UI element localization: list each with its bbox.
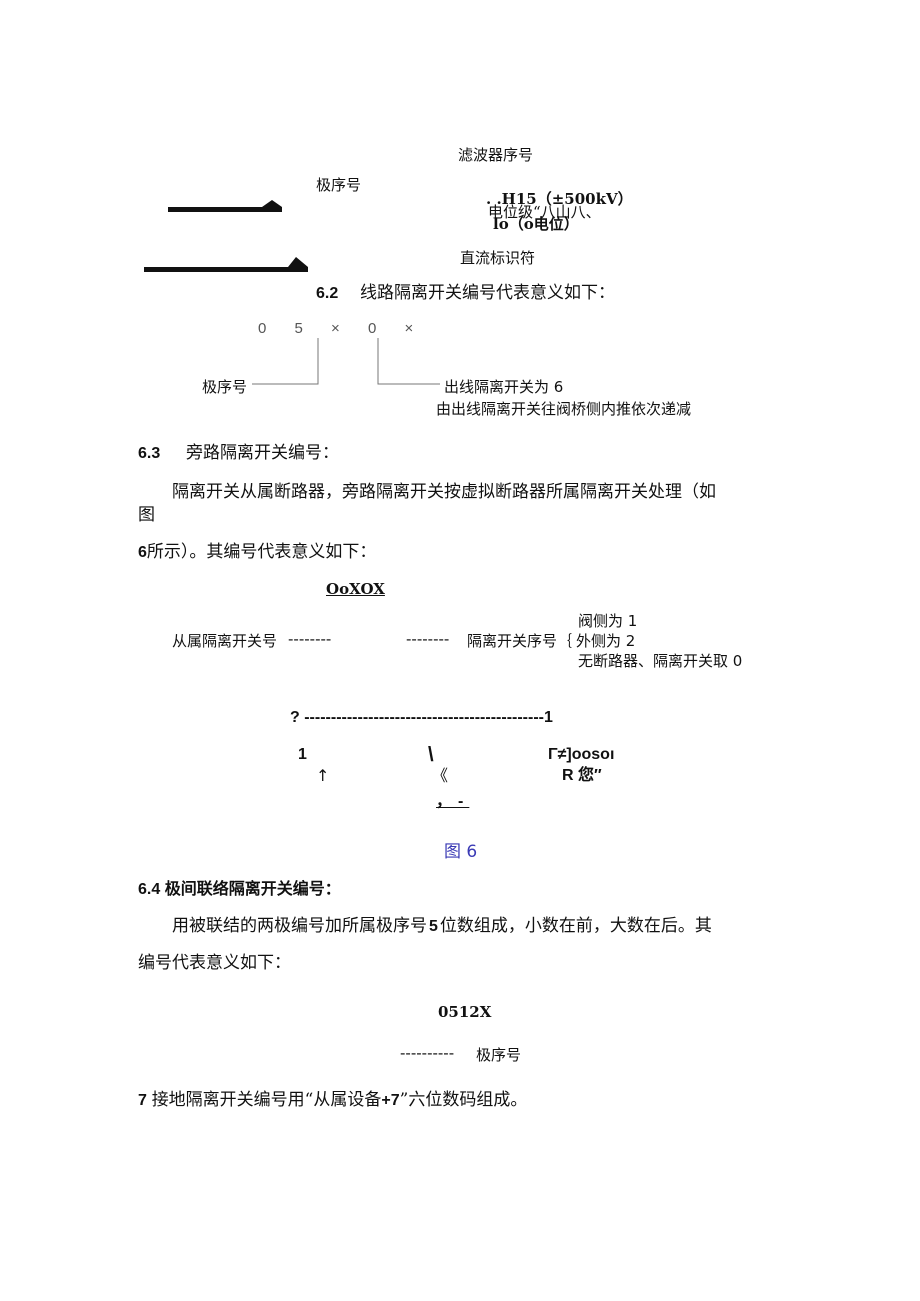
section-6-4-para-b: 位数组成，小数在前，大数在后。其 (439, 916, 712, 936)
figure6-r-label: R 您″ (562, 767, 602, 784)
subordinate-switch-label: 从属隔离开关号 (172, 632, 278, 650)
figure6-backslash: \ (428, 744, 434, 766)
switch-sequence-label: 隔离开关序号｛ (467, 632, 573, 650)
section-7-number: 7 (138, 1092, 147, 1109)
section-6-4-para-line2: 编号代表意义如下： (138, 953, 291, 973)
filter-number-label: 滤波器序号 (458, 146, 534, 164)
right-dashes: -------- (406, 630, 450, 648)
dc-identifier-label: 直流标识符 (460, 249, 536, 267)
section-6-3-para-line1: 隔离开关从属断路器，旁路隔离开关按虚拟断路器所属隔离开关处理（如 (172, 482, 716, 502)
inter-pole-switch-code: 0512X (438, 1003, 492, 1021)
figure6-right-symbol: Γ≠]oosoı (548, 746, 615, 763)
figure6-double-angle: 《 (432, 766, 449, 785)
section-6-3-title: 旁路隔离开关编号： (186, 443, 339, 463)
no-breaker-label: 无断路器、隔离开关取 0 (578, 652, 743, 670)
section-6-3-para-line2: 图 (138, 505, 155, 525)
figure6-one: 1 (298, 746, 307, 763)
section-6-4-heading-text: 6.4 极间联络隔离开关编号： (138, 881, 341, 898)
black-bars-graphic (144, 200, 308, 272)
h15-label: . .H15（±500kV） (486, 190, 633, 208)
figure6-dash-line: ? --------------------------------------… (290, 709, 553, 726)
figure-ref-number: 6 (138, 544, 147, 561)
outer-side-label: 外侧为 2 (576, 632, 636, 650)
inter-pole-dashes: ---------- (400, 1044, 455, 1062)
line-switch-connector-lines (252, 338, 440, 385)
outgoing-switch-description: 由出线隔离开关往阀桥侧内推依次递减 (436, 400, 692, 418)
section-7-text-c: ”六位数码组成。 (399, 1090, 528, 1110)
section-6-4-heading: 6.4 极间联络隔离开关编号： (138, 880, 341, 899)
section-7-line: 7 接地隔离开关编号用“从属设备+7”六位数码组成。 (138, 1090, 527, 1110)
left-dashes: -------- (288, 630, 332, 648)
figure6-comma-dash: ，- (436, 793, 470, 810)
potential-level-label: 电位级“八山八、 (488, 203, 601, 221)
section-6-3-para-line3: 6所示）。其编号代表意义如下： (138, 542, 376, 562)
section-6-2-title: 线路隔离开关编号代表意义如下： (360, 283, 615, 303)
pole-number-label: 极序号 (316, 176, 362, 194)
zero-potential-label: lo（o电位） (493, 215, 579, 233)
line-switch-code: 0 5 × 0 × (258, 320, 426, 337)
figure6-caption: 图 6 (444, 842, 478, 862)
valve-side-label: 阀侧为 1 (578, 612, 638, 630)
bypass-switch-code: OoXOX (326, 580, 385, 598)
section-6-4-para-a: 用被联结的两极编号加所属极序号 (172, 916, 427, 936)
section-6-4-para-num: 5 (429, 918, 438, 935)
outgoing-line-switch-label: 出线隔离开关为 6 (444, 378, 564, 396)
line-switch-pole-label: 极序号 (202, 378, 248, 396)
figure-ref-text: 所示）。其编号代表意义如下： (146, 542, 377, 562)
section-7-text-b: +7 (381, 1092, 400, 1109)
section-7-text-a: 接地隔离开关编号用“从属设备 (151, 1090, 382, 1110)
inter-pole-pole-label: 极序号 (476, 1046, 522, 1064)
figure6-up-arrow: ↑ (316, 766, 330, 785)
section-6-2-number: 6.2 (316, 285, 339, 302)
section-6-3-number: 6.3 (138, 445, 161, 462)
